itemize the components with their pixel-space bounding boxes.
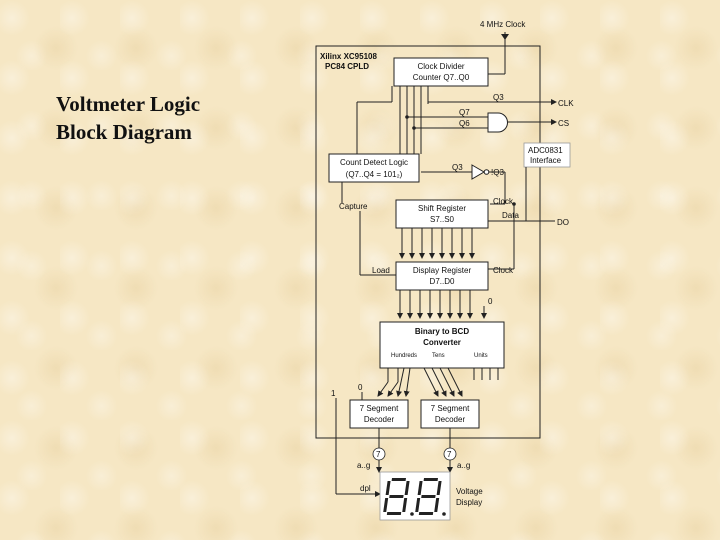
- voltage-display-line-1: Voltage: [456, 487, 483, 496]
- bcd-converter-block: [379, 321, 505, 369]
- clock-dr-label: Clock: [493, 266, 514, 275]
- zero-seg-label: 0: [358, 383, 363, 392]
- ag-right-label: a..g: [457, 461, 470, 470]
- decimal-point-1: [410, 512, 414, 516]
- shift-to-display-bus: [399, 228, 475, 259]
- seg-left-line-2: Decoder: [364, 415, 395, 424]
- seg-decoder-right: [420, 399, 480, 429]
- one-dp-label: 1: [331, 389, 336, 398]
- bcd-output-bus: [377, 367, 499, 397]
- cpld-boundary: [315, 45, 541, 439]
- shift-register-line-2: S7..S0: [430, 215, 455, 224]
- display-register-line-2: D7..D0: [430, 277, 455, 286]
- display-to-bcd-bus: [397, 290, 487, 319]
- slide-title: Voltmeter Logic Block Diagram: [56, 90, 200, 146]
- ag-left-label: a..g: [357, 461, 370, 470]
- seg-left-line-1: 7 Segment: [360, 404, 399, 413]
- count-detect-line-2: (Q7..Q4 = 101₂): [346, 170, 403, 179]
- display-digit-2: [415, 478, 442, 515]
- clock-sr-label: Clock: [493, 197, 514, 206]
- cpld-label-line-2: PC84 CPLD: [325, 62, 369, 71]
- bus7-right-label: 7: [447, 450, 452, 459]
- clock-input-arrow: [501, 34, 509, 40]
- units-label: Units: [474, 353, 488, 359]
- slide-title-line-2: Block Diagram: [56, 120, 192, 144]
- adc-label-line-2: Interface: [530, 156, 562, 165]
- decimal-point-2: [442, 512, 446, 516]
- do-label: DO: [557, 218, 569, 227]
- clk-output-label: CLK: [558, 99, 574, 108]
- clock-divider-block: [393, 57, 489, 87]
- load-label: Load: [372, 266, 390, 275]
- display-register-line-1: Display Register: [413, 266, 472, 275]
- adc-interface-box: [523, 142, 571, 168]
- q7-label: Q7: [459, 108, 470, 117]
- display-register-block: [395, 261, 489, 291]
- seg-decoder-left: [349, 399, 409, 429]
- bcd-line-1: Binary to BCD: [415, 327, 469, 336]
- adc-label-line-1: ADC0831: [528, 146, 563, 155]
- q3-top-label: Q3: [493, 93, 504, 102]
- bus7-left-label: 7: [376, 450, 381, 459]
- seg-right-line-1: 7 Segment: [431, 404, 470, 413]
- capture-label: Capture: [339, 202, 368, 211]
- q6-label: Q6: [459, 119, 470, 128]
- tens-label: Tens: [432, 353, 445, 359]
- bcd-line-2: Converter: [423, 338, 461, 347]
- display-digit-1: [383, 478, 410, 515]
- q3-inverter: [471, 164, 485, 180]
- q3-inverter-input-label: Q3: [452, 163, 463, 172]
- count-detect-block: [328, 153, 420, 183]
- hundreds-label: Hundreds: [391, 353, 417, 359]
- cs-output-label: CS: [558, 119, 569, 128]
- cpld-label-line-1: Xilinx XC95108: [320, 52, 377, 61]
- data-label: Data: [502, 211, 519, 220]
- clock-input-label: 4 MHz Clock: [480, 20, 526, 29]
- shift-register-line-1: Shift Register: [418, 204, 466, 213]
- dpl-label: dpl: [360, 484, 371, 493]
- voltage-display-line-2: Display: [456, 498, 482, 507]
- seg-right-line-2: Decoder: [435, 415, 466, 424]
- count-detect-line-1: Count Detect Logic: [340, 158, 408, 167]
- clock-divider-line-2: Counter Q7..Q0: [413, 73, 470, 82]
- slide-title-line-1: Voltmeter Logic: [56, 92, 201, 116]
- cs-and-gate: [487, 112, 508, 133]
- clock-divider-line-1: Clock Divider: [417, 62, 464, 71]
- zero-dr-label: 0: [488, 297, 493, 306]
